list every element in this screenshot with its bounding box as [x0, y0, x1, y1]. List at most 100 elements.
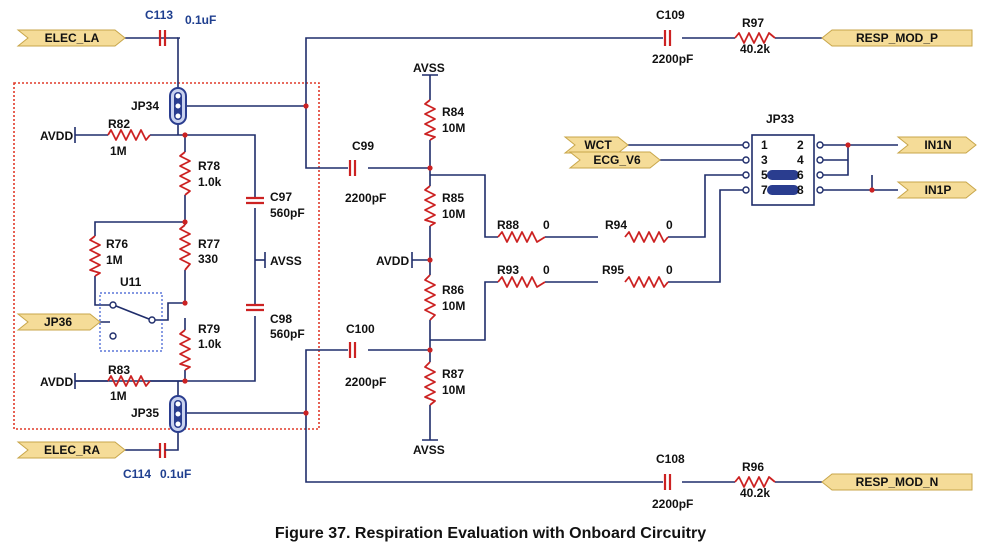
- label-c98-ref: C98: [270, 312, 292, 326]
- label-r76-ref: R76: [106, 237, 128, 251]
- jp33-pin-4: 4: [797, 153, 804, 167]
- resistor-r78: [179, 151, 191, 196]
- resistor-r77: [179, 224, 191, 271]
- label-r77-ref: R77: [198, 237, 220, 251]
- resistor-r86: [424, 274, 436, 321]
- label-c100-ref: C100: [346, 322, 375, 336]
- label-c114-ref: C114: [123, 467, 151, 481]
- schematic-diagram: ELEC_LA ELEC_RA JP36 RESP_MOD_P RESP_MOD…: [13, 8, 977, 511]
- label-avss-c: AVSS: [270, 254, 302, 268]
- label-r84-ref: R84: [442, 105, 464, 119]
- port-elec-la-shape: [16, 29, 126, 47]
- label-r95-ref: R95: [602, 263, 624, 277]
- resistor-r76: [89, 235, 101, 277]
- port-jp36: JP36: [44, 315, 72, 329]
- label-c108-ref: C108: [656, 452, 685, 466]
- jp33-pin-2: 2: [797, 138, 804, 152]
- jumper-jp34: [169, 87, 187, 125]
- port-resp-mod-n-shape: [821, 473, 973, 491]
- port-resp-mod-p-shape: [821, 29, 973, 47]
- label-c109-value: 2200pF: [652, 52, 693, 66]
- port-wct: WCT: [584, 138, 612, 152]
- label-r83-ref: R83: [108, 363, 130, 377]
- label-avss-bottom: AVSS: [413, 443, 445, 457]
- label-r94-value: 0: [666, 218, 673, 232]
- label-c97-ref: C97: [270, 190, 292, 204]
- resistor-r93: [497, 276, 546, 288]
- label-c114-value: 0.1uF: [160, 467, 191, 481]
- label-u11: U11: [120, 275, 142, 289]
- label-r96-ref: R96: [742, 460, 764, 474]
- port-ecg-v6-shape: [568, 151, 661, 169]
- port-elec-ra: ELEC_RA: [44, 443, 100, 457]
- label-r82-value: 1M: [110, 144, 127, 158]
- label-r96-value: 40.2k: [740, 486, 770, 500]
- switch-u11: [99, 292, 163, 352]
- label-r94-ref: R94: [605, 218, 627, 232]
- resistor-r79: [179, 329, 191, 371]
- capacitors: [158, 30, 672, 490]
- jp33-pin-3: 3: [761, 153, 768, 167]
- label-r86-ref: R86: [442, 283, 464, 297]
- figure-caption: Figure 37. Respiration Evaluation with O…: [274, 525, 707, 542]
- label-r85-value: 10M: [442, 207, 465, 221]
- port-elec-ra-shape: [16, 441, 126, 459]
- jp33-pin-8: 8: [797, 183, 804, 197]
- label-r77-value: 330: [198, 252, 218, 266]
- junction-dots: [182, 103, 875, 416]
- label-r97-value: 40.2k: [740, 42, 770, 56]
- label-avdd-mid: AVDD: [376, 254, 409, 268]
- port-in1p-shape: [896, 181, 977, 199]
- resistors: [89, 32, 776, 488]
- label-r78-ref: R78: [198, 159, 220, 173]
- label-c109-ref: C109: [656, 8, 685, 22]
- port-in1p: IN1P: [925, 183, 952, 197]
- label-r88-ref: R88: [497, 218, 519, 232]
- label-r85-ref: R85: [442, 191, 464, 205]
- label-c97-value: 560pF: [270, 206, 305, 220]
- label-c98-value: 560pF: [270, 327, 305, 341]
- label-r76-value: 1M: [106, 253, 123, 267]
- port-resp-mod-p: RESP_MOD_P: [856, 31, 938, 45]
- jumper-jp35: [169, 395, 187, 433]
- label-r97-ref: R97: [742, 16, 764, 30]
- label-c99-ref: C99: [352, 139, 374, 153]
- jp33-pin-7: 7: [761, 183, 768, 197]
- resistor-r94: [624, 231, 669, 243]
- label-r87-value: 10M: [442, 383, 465, 397]
- onboard-circuit-box: [13, 82, 320, 430]
- label-avdd-bottom: AVDD: [40, 375, 73, 389]
- label-r93-ref: R93: [497, 263, 519, 277]
- label-jp35: JP35: [131, 406, 159, 420]
- jp33-pin-1: 1: [761, 138, 768, 152]
- port-elec-la: ELEC_LA: [45, 31, 100, 45]
- label-r79-ref: R79: [198, 322, 220, 336]
- label-c113-value: 0.1uF: [185, 13, 216, 27]
- jp33-pin-6: 6: [797, 168, 804, 182]
- port-in1n-shape: [896, 136, 977, 154]
- label-r87-ref: R87: [442, 367, 464, 381]
- port-resp-mod-n: RESP_MOD_N: [856, 475, 939, 489]
- label-c100-value: 2200pF: [345, 375, 386, 389]
- label-r83-value: 1M: [110, 389, 127, 403]
- label-avss-top: AVSS: [413, 61, 445, 75]
- header-jp33: [742, 134, 824, 206]
- resistor-r97: [734, 32, 776, 44]
- label-r86-value: 10M: [442, 299, 465, 313]
- port-in1n: IN1N: [924, 138, 951, 152]
- ports: [16, 29, 977, 491]
- label-jp34: JP34: [131, 99, 159, 113]
- label-c108-value: 2200pF: [652, 497, 693, 511]
- resistor-r87: [424, 361, 436, 406]
- resistor-r83: [107, 375, 151, 387]
- port-ecg-v6: ECG_V6: [593, 153, 641, 167]
- label-r93-value: 0: [543, 263, 550, 277]
- resistor-r88: [497, 231, 546, 243]
- resistor-r85: [424, 185, 436, 227]
- port-jp36-shape: [16, 313, 101, 331]
- label-r82-ref: R82: [108, 117, 130, 131]
- label-c113-ref: C113: [145, 8, 173, 22]
- resistor-r96: [734, 476, 776, 488]
- label-c99-value: 2200pF: [345, 191, 386, 205]
- label-r84-value: 10M: [442, 121, 465, 135]
